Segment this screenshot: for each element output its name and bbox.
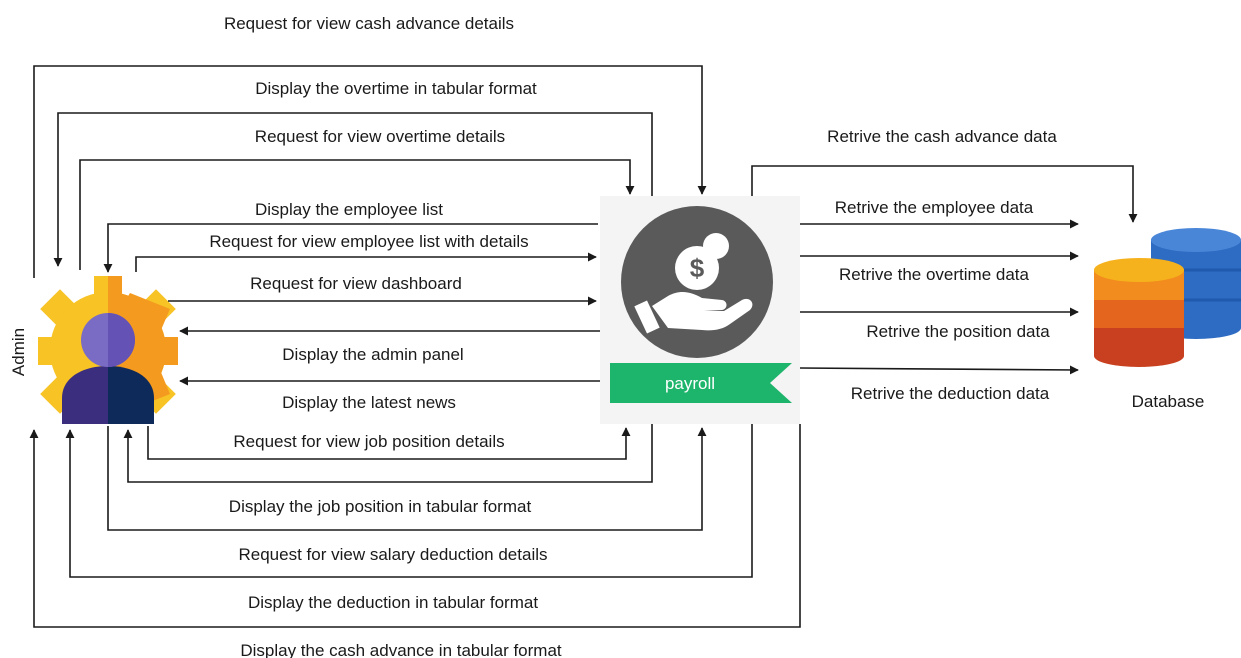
edge-req-salary-deduction xyxy=(107,426,707,531)
edge-disp-cash-advance xyxy=(29,424,801,628)
label-req-employee-list: Request for view employee list with deta… xyxy=(209,232,528,251)
label-req-job-position: Request for view job position details xyxy=(233,432,504,451)
person-icon xyxy=(62,313,154,424)
payroll-banner: payroll xyxy=(610,363,792,403)
edge-disp-employee-list xyxy=(103,223,598,273)
svg-text:$: $ xyxy=(690,253,705,283)
database-icon xyxy=(1094,228,1241,367)
label-disp-deduction: Display the deduction in tabular format xyxy=(248,593,538,612)
label-req-dashboard: Request for view dashboard xyxy=(250,274,462,293)
label-db-cash-advance: Retrive the cash advance data xyxy=(827,127,1057,146)
edge-db-deduction xyxy=(799,365,1079,375)
label-db-employee: Retrive the employee data xyxy=(835,198,1034,217)
edge-db-cash-advance xyxy=(751,165,1138,223)
edge-req-job-position xyxy=(147,426,631,460)
edge-req-employee-list xyxy=(135,252,597,272)
admin-icon xyxy=(38,276,178,424)
label-disp-overtime: Display the overtime in tabular format xyxy=(255,79,537,98)
label-disp-job-position: Display the job position in tabular form… xyxy=(229,497,532,516)
label-disp-admin-panel: Display the admin panel xyxy=(282,345,463,364)
label-db-position: Retrive the position data xyxy=(866,322,1050,341)
label-req-overtime: Request for view overtime details xyxy=(255,127,505,146)
database-label: Database xyxy=(1132,392,1205,411)
edge-disp-overtime xyxy=(53,112,653,267)
hand-icon xyxy=(634,291,753,334)
admin-label: Admin xyxy=(9,328,28,376)
edge-disp-job-position xyxy=(123,424,653,483)
label-db-deduction: Retrive the deduction data xyxy=(851,384,1050,403)
label-disp-employee-list: Display the employee list xyxy=(255,200,443,219)
label-disp-cash-advance: Display the cash advance in tabular form… xyxy=(240,641,562,658)
payroll-banner-label: payroll xyxy=(665,374,715,393)
label-req-cash-advance: Request for view cash advance details xyxy=(224,14,514,33)
database-cylinder-orange xyxy=(1094,258,1184,367)
coin-icon: $ xyxy=(675,233,729,290)
label-disp-latest-news: Display the latest news xyxy=(282,393,456,412)
edge-disp-deduction xyxy=(65,424,753,578)
label-req-salary-deduction: Request for view salary deduction detail… xyxy=(239,545,548,564)
label-db-overtime: Retrive the overtime data xyxy=(839,265,1029,284)
edge-req-cash-advance xyxy=(33,65,707,278)
edge-req-overtime xyxy=(79,159,635,270)
payroll-system-icon: $ payroll xyxy=(600,196,800,424)
